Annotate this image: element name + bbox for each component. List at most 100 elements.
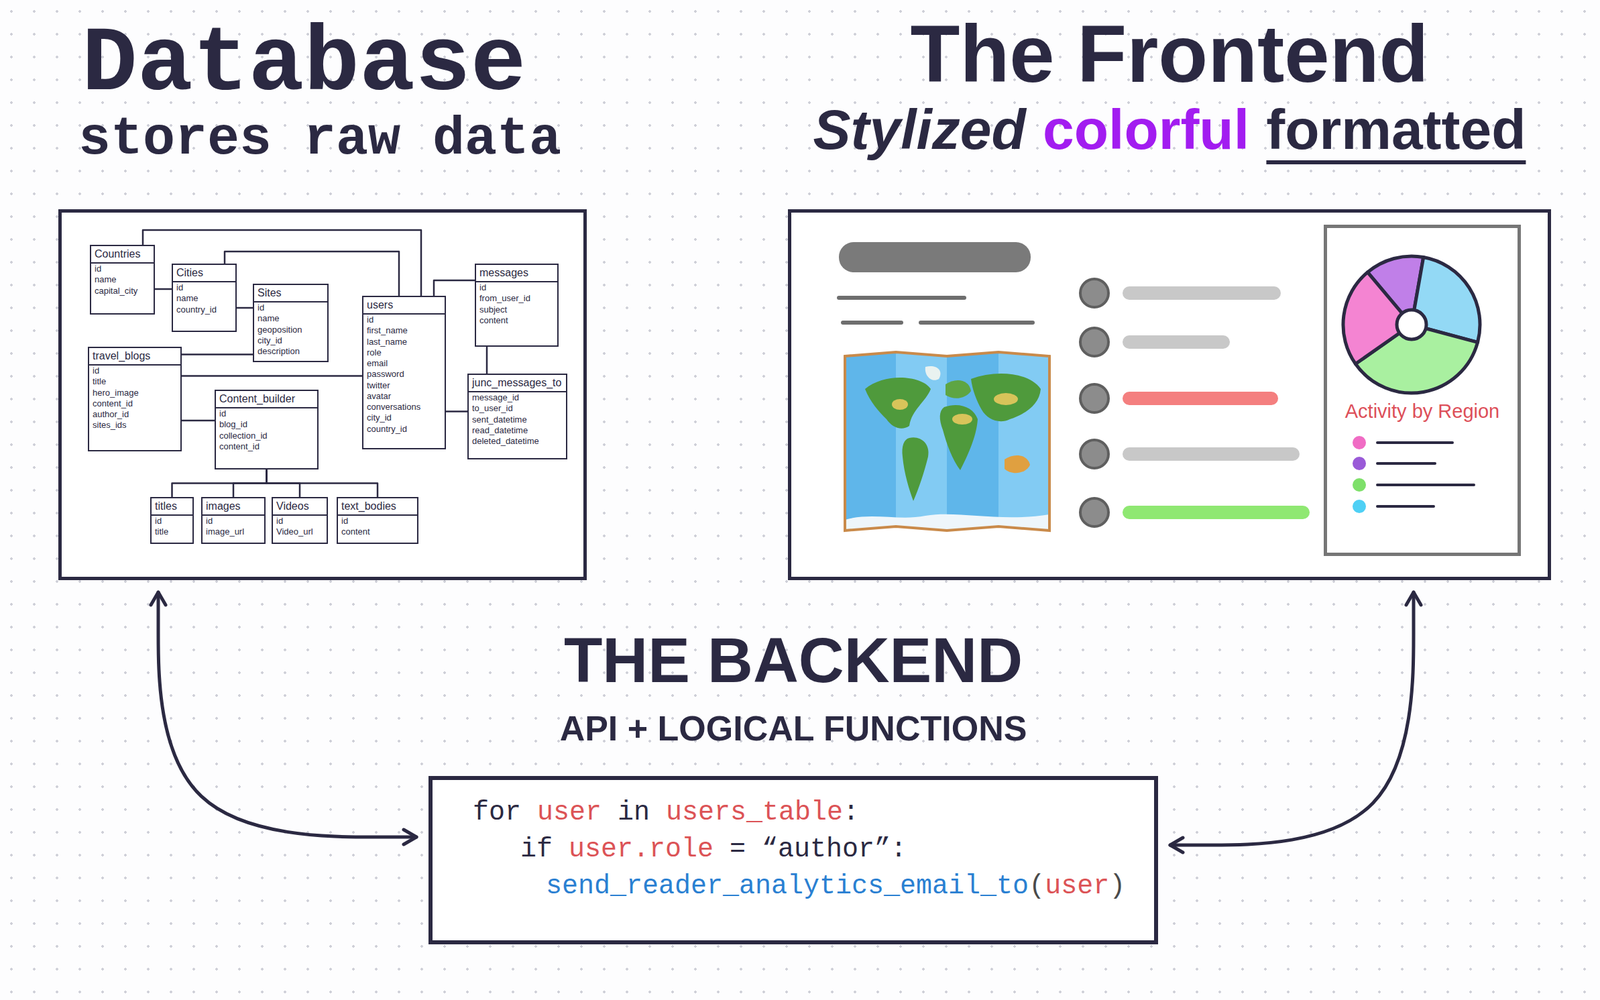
table-field: avatar <box>363 390 445 402</box>
db-table: travel_blogsidtitlehero_imagecontent_ida… <box>87 346 182 452</box>
list-bar <box>1122 335 1230 349</box>
desert <box>952 413 973 425</box>
table-field: country_id <box>363 423 445 435</box>
table-field: to_user_id <box>468 403 566 414</box>
table-name: travel_blogs <box>89 348 181 366</box>
legend-dot <box>1352 456 1366 471</box>
code-token: user <box>537 797 602 828</box>
world-map <box>844 352 1050 531</box>
table-name: junc_messages_to <box>468 374 566 393</box>
table-field: image_url <box>202 526 265 538</box>
chart-legend <box>1352 435 1474 513</box>
table-field: content <box>337 526 418 538</box>
relation-line <box>181 374 363 377</box>
relation-line <box>181 419 215 422</box>
relation-line <box>172 469 267 497</box>
chart-card: Activity by Region <box>1323 224 1521 556</box>
continent <box>1004 455 1031 473</box>
chart-title: Activity by Region <box>1345 401 1501 423</box>
table-field: message_id <box>468 392 566 404</box>
panel-ground <box>58 209 587 581</box>
table-field: id <box>202 515 265 527</box>
table-field: id <box>272 515 327 527</box>
flow-arrow <box>158 592 417 837</box>
avatar-dot <box>1080 439 1109 469</box>
table-field: hero_image <box>89 387 181 399</box>
relation-line <box>486 346 489 374</box>
legend-dot <box>1352 435 1366 450</box>
table-field: content_id <box>89 398 181 410</box>
code-box: THE BACKENDAPI + LOGICAL FUNCTIONSforuse… <box>428 775 1159 945</box>
table-field: collection_id <box>215 430 318 442</box>
table-field: role <box>363 347 445 359</box>
table-field: id <box>215 408 318 420</box>
relation-line <box>266 469 379 497</box>
relation-line <box>236 307 253 310</box>
table-field: description <box>254 346 328 357</box>
table-field: sites_ids <box>89 419 181 431</box>
legend-line <box>1377 504 1434 508</box>
db-table: imagesidimage_url <box>201 496 266 544</box>
table-field: id <box>89 365 181 377</box>
code-token: user <box>1044 871 1110 902</box>
panel-subtitle: stores raw data <box>78 112 562 167</box>
text-row: Activity by Region <box>1345 401 1501 423</box>
text-row: stores raw data <box>78 112 562 167</box>
table-name: Content_builder <box>215 390 318 409</box>
table-field: sent_datetime <box>468 414 566 426</box>
list-bar <box>1122 447 1300 461</box>
table-field: conversations <box>363 401 445 413</box>
relation-line <box>154 288 172 291</box>
avatar-dot <box>1080 278 1109 308</box>
code-token: for <box>472 797 522 828</box>
continent <box>925 366 941 381</box>
table-name: users <box>363 297 445 315</box>
avatar-dot <box>1080 327 1109 357</box>
code-token: = “author”: <box>729 834 907 865</box>
table-name: text_bodies <box>337 498 418 516</box>
table-field: content_id <box>215 441 318 452</box>
desert <box>993 392 1018 406</box>
relation-line <box>233 469 267 497</box>
panel-ground <box>787 209 1552 581</box>
db-table: Content_builderidblog_idcollection_idcon… <box>214 389 319 470</box>
database-panel: Countriesidnamecapital_cityCitiesidnamec… <box>58 209 587 581</box>
table-name: Sites <box>254 284 328 303</box>
desert <box>891 398 908 410</box>
db-table: junc_messages_tomessage_idto_user_idsent… <box>467 373 568 460</box>
continent <box>945 380 971 399</box>
code-token: : <box>842 797 860 828</box>
list-bar <box>1122 286 1281 300</box>
subtitle-word: colorful <box>1042 101 1250 158</box>
table-name: Cities <box>173 264 236 283</box>
db-table: Sitesidnamegeopositioncity_iddescription <box>252 283 329 363</box>
table-field: name <box>254 313 328 324</box>
panel-title: The Frontend <box>910 13 1430 95</box>
code-token: ) <box>1109 871 1126 902</box>
table-field: id <box>254 302 328 314</box>
code-token: ( <box>1028 871 1045 902</box>
table-field: title <box>89 376 181 387</box>
text-row: Database <box>81 18 527 111</box>
legend-line <box>1377 483 1474 487</box>
table-field: twitter <box>363 380 445 391</box>
table-field: subject <box>476 304 558 316</box>
continent <box>970 373 1041 422</box>
table-field: author_id <box>89 409 181 420</box>
text-row: ifuser.role= “author”: <box>520 834 907 865</box>
table-field: deleted_datetime <box>468 435 566 447</box>
placeholder-line <box>920 320 1033 325</box>
subtitle-word: Stylized <box>812 101 1026 158</box>
code-token: in <box>617 797 650 828</box>
table-name: images <box>202 498 265 516</box>
text-row: send_reader_analytics_email_to(user) <box>545 871 1126 902</box>
table-field: city_id <box>363 412 445 424</box>
text-row: The Frontend <box>910 13 1430 95</box>
connectors <box>142 230 1414 845</box>
table-field: Video_url <box>272 526 327 538</box>
list-bar <box>1122 505 1310 520</box>
db-table: Citiesidnamecountry_id <box>171 263 237 332</box>
map-border <box>844 352 1050 531</box>
text-row: THE BACKEND <box>563 629 1023 693</box>
